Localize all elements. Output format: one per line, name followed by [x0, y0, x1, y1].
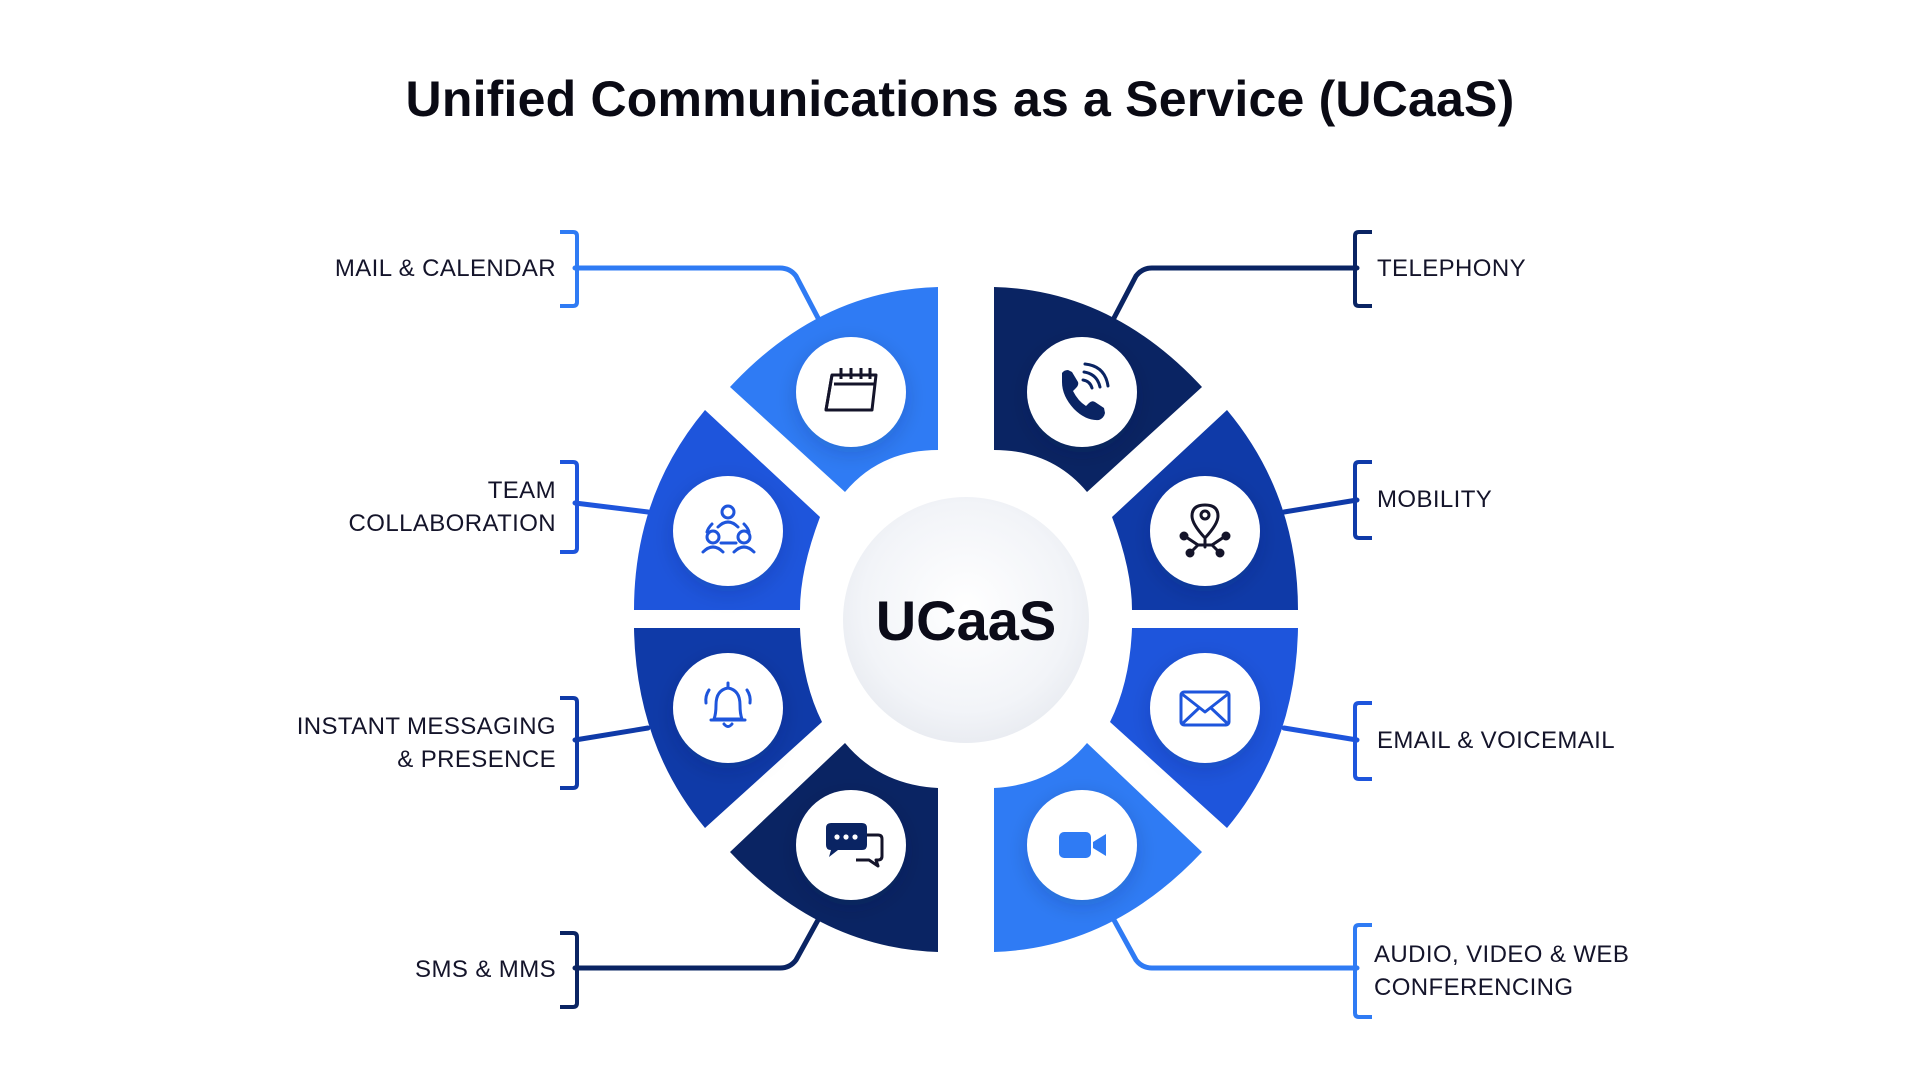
- label-instant-messaging-line2: & PRESENCE: [397, 746, 556, 773]
- calendar-icon: [824, 368, 878, 412]
- diagram-title: Unified Communications as a Service (UCa…: [405, 71, 1515, 127]
- connector-mail-calendar: [572, 265, 821, 321]
- label-instant-messaging-line1: INSTANT MESSAGING: [296, 713, 556, 740]
- label-conferencing: AUDIO, VIDEO & WEB CONFERENCING: [1374, 938, 1674, 1004]
- bracket-email-voicemail: [1353, 701, 1372, 781]
- bracket-mail-calendar: [560, 230, 579, 308]
- label-team-collaboration: TEAM COLLABORATION: [256, 474, 556, 540]
- bracket-instant-messaging: [560, 696, 579, 790]
- connector-mobility: [1281, 497, 1360, 515]
- connector-email-voicemail: [1281, 725, 1360, 743]
- bracket-mobility: [1353, 460, 1372, 540]
- envelope-icon: [1179, 690, 1231, 727]
- label-mobility: MOBILITY: [1377, 486, 1493, 513]
- label-sms-mms: SMS & MMS: [415, 956, 556, 983]
- icon-circle-telephony: [1027, 337, 1137, 447]
- connector-instant-messaging: [572, 725, 651, 743]
- bracket-telephony: [1353, 230, 1372, 308]
- center-label: UCaaS: [876, 589, 1057, 652]
- chat-bubbles-icon: [826, 823, 884, 868]
- location-pin-network-icon: [1179, 503, 1231, 558]
- connector-sms-mms: [572, 917, 821, 971]
- connector-conferencing: [1111, 917, 1360, 971]
- label-instant-messaging: INSTANT MESSAGING & PRESENCE: [256, 710, 556, 776]
- bracket-conferencing: [1353, 923, 1372, 1019]
- icon-circle-mobility: [1150, 476, 1260, 586]
- connector-telephony: [1111, 265, 1360, 321]
- label-mail-calendar: MAIL & CALENDAR: [334, 255, 556, 282]
- icon-circle-instant-messaging: [673, 653, 783, 763]
- bracket-team-collaboration: [560, 460, 579, 554]
- bell-icon: [704, 681, 752, 728]
- team-collaboration-icon: [701, 504, 756, 554]
- icon-circle-email-voicemail: [1150, 653, 1260, 763]
- bracket-sms-mms: [560, 931, 579, 1009]
- label-email-voicemail: EMAIL & VOICEMAIL: [1377, 727, 1615, 754]
- video-camera-icon: [1059, 832, 1106, 858]
- icon-circle-team-collaboration: [673, 476, 783, 586]
- label-conferencing-line2: CONFERENCING: [1374, 974, 1574, 1001]
- label-team-collaboration-line2: COLLABORATION: [348, 510, 556, 537]
- phone-icon: [1062, 362, 1110, 421]
- label-team-collaboration-line1: TEAM: [487, 477, 556, 504]
- center-circle: [843, 497, 1089, 743]
- connector-team-collaboration: [572, 500, 651, 515]
- icon-circle-mail-calendar: [796, 337, 906, 447]
- label-conferencing-line1: AUDIO, VIDEO & WEB: [1374, 941, 1630, 968]
- label-telephony: TELEPHONY: [1377, 255, 1526, 282]
